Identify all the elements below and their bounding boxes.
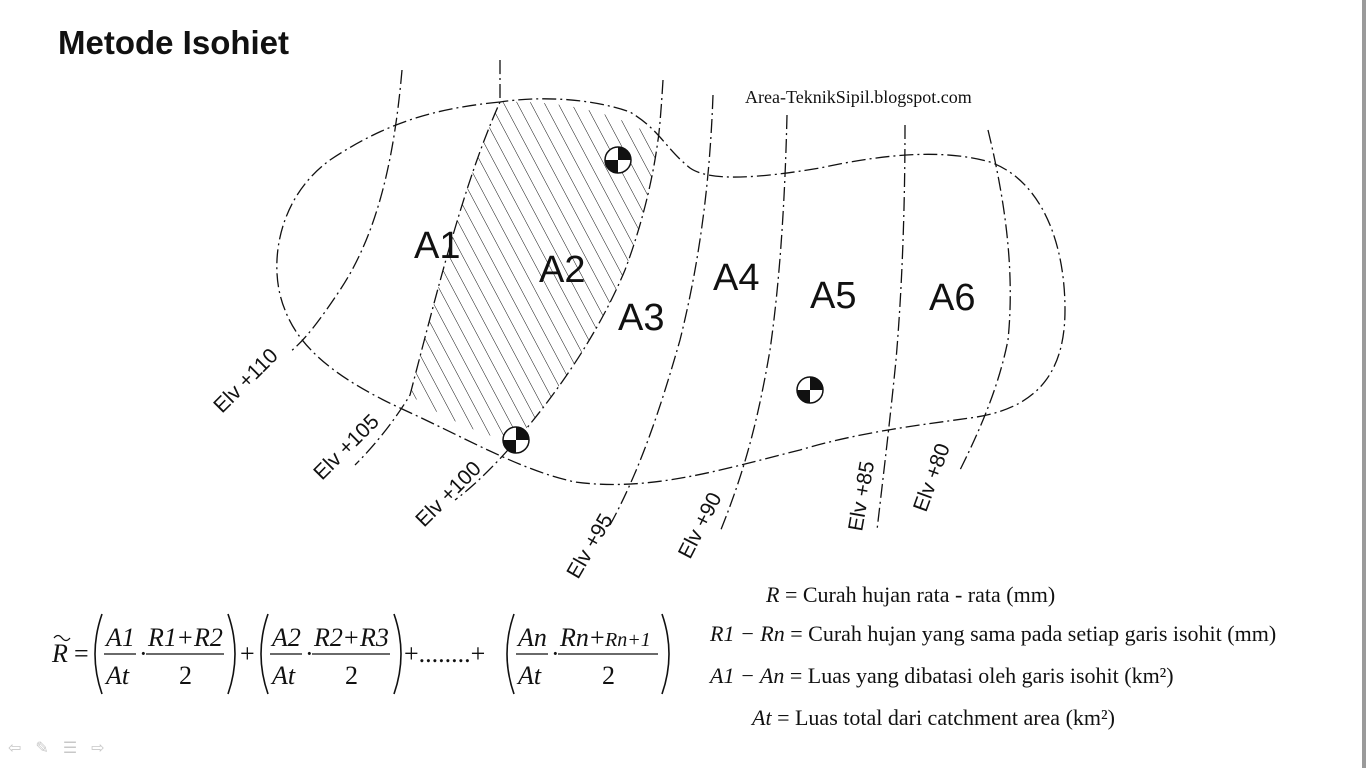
isohyet-line-90 bbox=[719, 114, 788, 533]
isohyet-line-85 bbox=[876, 124, 906, 531]
rain-gauge-icon bbox=[796, 376, 824, 404]
isohyet-line-80 bbox=[959, 129, 1011, 471]
legend-row-an: A1 − An = Luas yang dibatasi oleh garis … bbox=[710, 663, 1174, 688]
legend-symbol: R bbox=[766, 582, 780, 607]
isohyet-line-100 bbox=[454, 79, 664, 501]
isohyet-label-110: Elv +110 bbox=[209, 344, 282, 417]
legend-text: Luas yang dibatasi oleh garis isohit (km… bbox=[807, 663, 1174, 688]
isohyet-diagram: A1 A2 A3 A4 A5 A6 Elv +110 Elv +105 Elv … bbox=[209, 59, 1066, 583]
svg-text:·: · bbox=[139, 639, 148, 668]
isohyet-line-110 bbox=[289, 69, 403, 353]
area-label-a3: A3 bbox=[618, 297, 664, 339]
area-label-a4: A4 bbox=[713, 257, 759, 299]
formula-term1-r1: R1 bbox=[147, 623, 177, 652]
svg-text:+: + bbox=[590, 623, 605, 652]
isohyet-label-105: Elv +105 bbox=[309, 410, 383, 484]
isohyet-label-85: Elv +85 bbox=[844, 459, 879, 533]
formula-term1-div: 2 bbox=[179, 661, 192, 690]
formula-term2-at: At bbox=[270, 661, 296, 690]
isohyet-label-90: Elv +90 bbox=[674, 489, 727, 562]
area-a2-hatch bbox=[410, 101, 658, 442]
area-label-a6: A6 bbox=[929, 277, 975, 319]
isohyet-line-105 bbox=[354, 59, 501, 466]
formula-term1-r2: R2 bbox=[193, 623, 223, 652]
legend-text: Luas total dari catchment area (km²) bbox=[794, 705, 1115, 730]
svg-text:+: + bbox=[240, 639, 255, 668]
svg-text:·: · bbox=[305, 639, 314, 668]
area-label-a5: A5 bbox=[810, 275, 856, 317]
legend-symbol: A1 − An bbox=[710, 663, 785, 688]
legend-row-rn: R1 − Rn = Curah hujan yang sama pada set… bbox=[710, 621, 1277, 646]
isohyet-label-100: Elv +100 bbox=[411, 457, 485, 531]
formula-lhs: R bbox=[51, 639, 68, 668]
formula-termn-div: 2 bbox=[602, 661, 615, 690]
isohyet-label-95: Elv +95 bbox=[562, 510, 617, 583]
formula-term2-r1: R2 bbox=[313, 623, 343, 652]
rain-gauge-icon bbox=[604, 146, 632, 174]
svg-text:+: + bbox=[344, 623, 359, 652]
slideshow-nav: ⇦✎☰⇨ bbox=[8, 738, 119, 758]
rain-gauge-icon bbox=[502, 426, 530, 454]
svg-text:=: = bbox=[74, 639, 89, 668]
legend-text: Curah hujan yang sama pada setiap garis … bbox=[808, 621, 1277, 646]
formula-termn-a: An bbox=[516, 623, 547, 652]
formula-termn-r1: Rn bbox=[559, 623, 589, 652]
svg-text:+: + bbox=[178, 623, 193, 652]
source-credit: Area-TeknikSipil.blogspot.com bbox=[745, 87, 972, 107]
catchment-boundary bbox=[276, 98, 1066, 486]
formula-termn-r2: Rn+1 bbox=[604, 629, 651, 651]
formula-ellipsis: +........+ bbox=[404, 639, 485, 668]
nav-menu-icon[interactable]: ☰ bbox=[62, 740, 92, 757]
legend-row-r: R = Curah hujan rata - rata (mm) bbox=[766, 582, 1056, 607]
area-label-a1: A1 bbox=[414, 225, 460, 267]
formula-term2-div: 2 bbox=[345, 661, 358, 690]
page-title: Metode Isohiet bbox=[58, 24, 290, 61]
legend-symbol: R1 − Rn bbox=[710, 621, 785, 646]
svg-text:·: · bbox=[551, 639, 560, 668]
isohyet-formula: R = A1 At · R1 + R2 2 + A2 At · R2 + R3 bbox=[51, 613, 670, 695]
formula-term1-at: At bbox=[104, 661, 130, 690]
nav-next-icon[interactable]: ⇨ bbox=[91, 740, 119, 757]
isohyet-line-95 bbox=[609, 94, 714, 526]
area-label-a2: A2 bbox=[539, 249, 585, 291]
nav-pen-icon[interactable]: ✎ bbox=[35, 740, 63, 757]
legend-symbol: At bbox=[752, 705, 772, 730]
slide-edge bbox=[1362, 0, 1366, 768]
legend-row-at: At = Luas total dari catchment area (km²… bbox=[752, 705, 1115, 730]
formula-termn-at: At bbox=[516, 661, 542, 690]
legend-text: Curah hujan rata - rata (mm) bbox=[802, 582, 1056, 607]
formula-term2-a: A2 bbox=[270, 623, 301, 652]
formula-term1-a: A1 bbox=[104, 623, 135, 652]
nav-prev-icon[interactable]: ⇦ bbox=[8, 740, 36, 757]
isohyet-label-80: Elv +80 bbox=[909, 440, 955, 514]
formula-term2-r2: R3 bbox=[359, 623, 389, 652]
